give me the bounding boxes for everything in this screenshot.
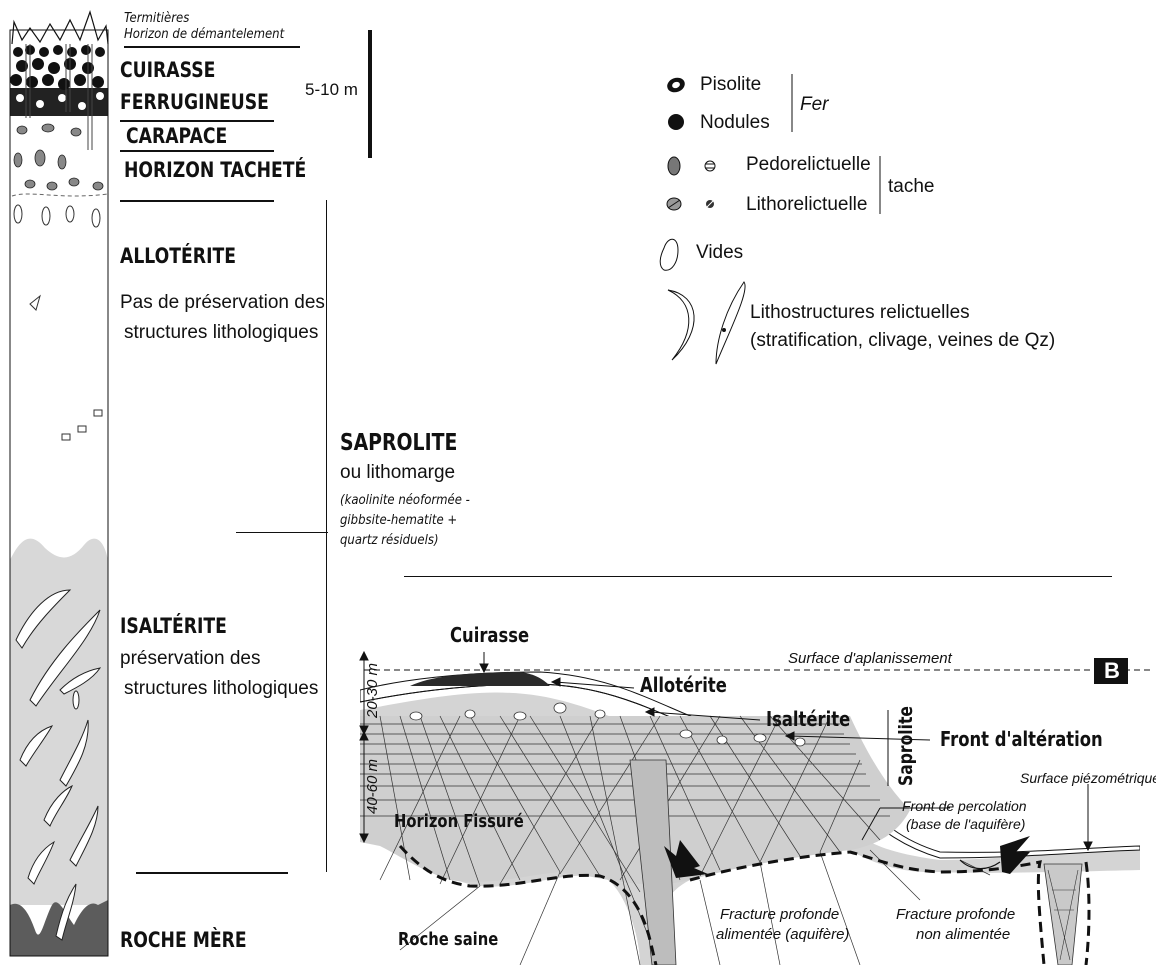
isalterite-desc-line2: structures lithologiques — [124, 678, 319, 699]
depth-top-label: 20-30 m — [364, 662, 381, 718]
alloterite-desc-line1: Pas de préservation des — [120, 292, 325, 313]
divider — [120, 200, 274, 202]
legend-fer: Fer — [800, 94, 829, 115]
cuirasse-section-label: Cuirasse — [450, 623, 530, 647]
fracture-non-alimentee-detail: non alimentée — [916, 926, 1011, 943]
cuirasse-label: CUIRASSE — [120, 58, 216, 82]
lithorelictuelle-symbol — [666, 197, 682, 211]
saprolite-note-line3: quartz résiduels) — [340, 533, 439, 548]
roche-saine-label: Roche saine — [398, 929, 499, 950]
horizon-fissure-label: Horizon Fissuré — [394, 811, 524, 832]
pedorelictuelle-small-symbol — [704, 160, 716, 172]
fracture-alimentee-label: Fracture profonde — [720, 906, 840, 923]
divider — [120, 150, 274, 152]
saprolite-section-label: Saprolite — [895, 706, 917, 786]
pedorelictuelle-symbol — [667, 156, 681, 176]
horizon-tachete-label: HORIZON TACHETÉ — [124, 158, 307, 182]
panel-b-label: B — [1104, 658, 1120, 683]
surface-piezometrique-label: Surface piézométrique — [1020, 770, 1156, 786]
cuirasse-nodules — [10, 45, 105, 90]
fracture-alimentee-detail: alimentée (aquifère) — [716, 926, 850, 943]
fracture-non-alimentee-label: Fracture profonde — [896, 906, 1016, 923]
lithorelictuelle-small-symbol — [705, 199, 715, 209]
legend-lithostructures: Lithostructures relictuelles — [750, 302, 970, 323]
legend-lithostructures-detail: (stratification, clivage, veines de Qz) — [750, 330, 1056, 351]
depth-bottom-label: 40-60 m — [364, 758, 381, 814]
lithostructure-symbol-2 — [715, 281, 746, 365]
saprolite-note-line1: (kaolinite néoformée - — [340, 493, 470, 508]
saprolite-title: SAPROLITE — [340, 430, 458, 456]
horizon-demantelement-label: Horizon de démantelement — [124, 27, 285, 42]
saprolite-note-line2: gibbsite-hematite + — [340, 513, 458, 528]
front-alteration-label: Front d'altération — [940, 727, 1103, 751]
legend-tache: tache — [888, 176, 935, 197]
thickness-label: 5-10 m — [305, 80, 358, 99]
alloterite-title: ALLOTÉRITE — [120, 244, 236, 268]
lithostructure-symbol-1 — [667, 289, 695, 361]
surface-aplanissement-label: Surface d'aplanissement — [788, 650, 952, 667]
alloterite-desc-line2: structures lithologiques — [124, 322, 319, 343]
vides-symbol — [659, 238, 679, 271]
alloterite-section-label: Allotérite — [640, 673, 727, 697]
isalterite-desc-line1: préservation des — [120, 648, 261, 669]
panel-separator — [404, 576, 1112, 577]
ferrugineuse-label: FERRUGINEUSE — [120, 90, 269, 114]
legend-pisolite: Pisolite — [700, 74, 762, 95]
legend-pedorelictuelle: Pedorelictuelle — [746, 154, 871, 175]
nodule-symbol — [668, 114, 684, 130]
front-percolation-detail: (base de l'aquifère) — [906, 816, 1026, 832]
carapace-label: CARAPACE — [126, 124, 228, 148]
isalterite-title: ISALTÉRITE — [120, 614, 227, 638]
thickness-bar — [368, 30, 372, 158]
termitieres-label: Termitières — [124, 11, 190, 26]
divider — [124, 46, 300, 48]
roche-mere-label: ROCHE MÈRE — [120, 928, 247, 952]
saprolite-bracket — [326, 200, 327, 872]
front-percolation-label: Front de percolation — [902, 798, 1027, 814]
legend-vides: Vides — [696, 242, 744, 263]
divider — [136, 872, 288, 874]
saprolite-subtitle: ou lithomarge — [340, 462, 456, 483]
legend-lithorelictuelle: Lithorelictuelle — [746, 194, 868, 215]
divider — [120, 120, 274, 122]
isalterite-section-label: Isaltérite — [766, 707, 851, 731]
legend-nodules: Nodules — [700, 112, 770, 133]
pisolite-symbol — [667, 77, 685, 93]
saprolite-pointer — [236, 532, 328, 533]
